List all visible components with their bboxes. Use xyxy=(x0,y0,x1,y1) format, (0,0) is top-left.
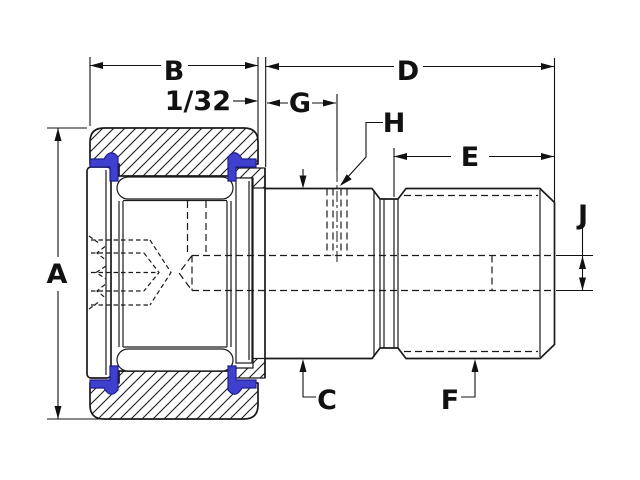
label-a: A xyxy=(47,259,68,290)
thread-hidden-lines xyxy=(404,194,538,353)
dim-e: E xyxy=(393,142,554,197)
right-end-washer xyxy=(235,177,253,364)
dim-gap-1-32: 1/32 xyxy=(165,86,258,117)
seal-top-right xyxy=(227,152,257,182)
dim-g: G xyxy=(267,88,336,119)
label-h: H xyxy=(383,108,406,139)
label-g: G xyxy=(289,88,311,119)
label-f: F xyxy=(441,385,459,416)
seal-top-left xyxy=(89,152,119,182)
dim-d: D xyxy=(265,56,556,202)
label-e: E xyxy=(461,142,479,173)
label-gap: 1/32 xyxy=(165,86,231,117)
needle-roller-top xyxy=(116,176,234,200)
stud-outline xyxy=(252,168,556,378)
label-c: C xyxy=(317,385,337,416)
label-d: D xyxy=(397,56,419,87)
dim-h: H xyxy=(340,108,405,186)
stud-raceway-lines xyxy=(118,199,232,348)
dim-a: A xyxy=(47,127,100,420)
axial-lube-hole-hidden xyxy=(178,254,553,292)
seal-bottom-left xyxy=(89,365,119,395)
dim-b: B xyxy=(89,56,259,142)
radial-lube-hole-right xyxy=(326,188,348,256)
radial-lube-hole-left xyxy=(186,201,207,256)
hex-socket-hidden xyxy=(88,235,172,310)
seal-bottom-right xyxy=(227,365,257,395)
dim-f: F xyxy=(441,359,479,416)
needle-roller-bottom xyxy=(116,348,234,372)
label-b: B xyxy=(164,56,185,87)
dim-c: C xyxy=(299,169,337,416)
label-j: J xyxy=(576,200,588,231)
dim-j: J xyxy=(556,200,593,292)
